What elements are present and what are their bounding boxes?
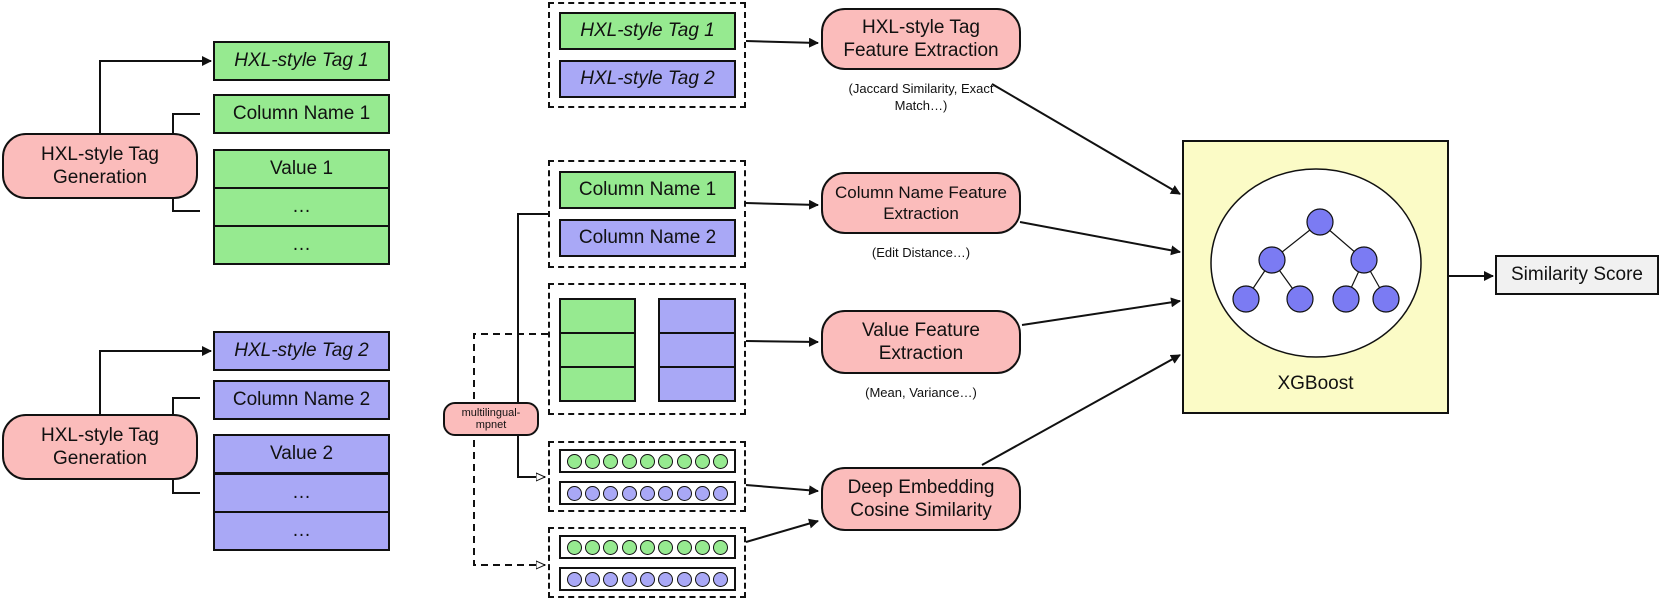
value-column-cell [658, 298, 736, 334]
arrow-tags-feature [745, 37, 819, 48]
link-gen1-tag1 [99, 56, 212, 133]
tree-ellipse [1210, 168, 1422, 358]
similarity-score-box: Similarity Score [1495, 255, 1659, 295]
hxl-tag-1-box: HXL-style Tag 1 [213, 41, 390, 81]
column-feature-extraction-node: Column Name Feature Extraction [821, 172, 1021, 234]
value-column-cell [559, 332, 636, 368]
column-name-1-box: Column Name 1 [213, 94, 390, 134]
value-column-cell [559, 366, 636, 402]
tree-node-root [1306, 208, 1334, 236]
value-feature-note: (Mean, Variance…) [865, 385, 977, 400]
tag-feature-extraction-node: HXL-style Tag Feature Extraction [821, 8, 1021, 70]
value-cell: … [213, 187, 390, 227]
tag-feature-note: (Jaccard Similarity, Exact Match…) [848, 81, 994, 113]
column-pair-group [548, 160, 746, 268]
link-gen1-column1 [172, 113, 200, 133]
value-cell: Value 2 [213, 434, 390, 474]
hxl-tag-2-box: HXL-style Tag 2 [213, 331, 390, 371]
value-cell: … [213, 225, 390, 265]
tag-generation-node-2: HXL-style Tag Generation [2, 414, 198, 480]
value-feature-extraction-node: Value Feature Extraction [821, 310, 1021, 374]
value-column-cell [658, 366, 736, 402]
value-column-cell [559, 298, 636, 334]
group-hxl-tag-2: HXL-style Tag 2 [559, 60, 736, 98]
tree-leaf-2 [1286, 285, 1314, 313]
group-column-name-2: Column Name 2 [559, 219, 736, 257]
group-hxl-tag-1: HXL-style Tag 1 [559, 12, 736, 50]
tree-leaf-4 [1372, 285, 1400, 313]
arrow-columns-feature [745, 199, 819, 210]
arrow-embed2-feature [745, 518, 819, 543]
deep-embedding-node: Deep Embedding Cosine Similarity [821, 467, 1021, 531]
value-cell: Value 1 [213, 149, 390, 189]
tree-leaf-1 [1232, 285, 1260, 313]
tree-node-right [1350, 246, 1378, 274]
column-name-2-box: Column Name 2 [213, 380, 390, 420]
embedding-vector-green [559, 449, 736, 473]
value-column-cell [658, 332, 736, 368]
link-gen2-column2 [172, 397, 200, 414]
value-cell: … [213, 511, 390, 551]
tag-pair-group [548, 2, 746, 108]
tree-node-left [1258, 246, 1286, 274]
tree-leaf-3 [1332, 285, 1360, 313]
value-cell: … [213, 473, 390, 513]
embedding-pair-group-1 [548, 441, 746, 512]
link-values-embed2 [473, 333, 548, 565]
arrow-values-feature [745, 336, 819, 347]
column-feature-note: (Edit Distance…) [871, 245, 971, 260]
arrow-embed1-feature [745, 484, 819, 496]
arrow-colfeat-xgb [1019, 221, 1181, 256]
link-columns-embed1 [517, 213, 548, 477]
embedding-vector-blue [559, 481, 736, 505]
arrow-valfeat-xgb [1021, 297, 1181, 326]
value-pair-group [548, 283, 746, 415]
embedding-vector-green [559, 535, 736, 559]
embedding-pair-group-2 [548, 527, 746, 598]
arrow-embfeat-xgb [981, 354, 1181, 466]
link-gen2-tag2 [99, 346, 212, 414]
arrow-tagfeat-xgb [991, 83, 1181, 195]
multilingual-mpnet-node: multilingual- mpnet [443, 402, 539, 436]
tag-generation-node-1: HXL-style Tag Generation [2, 133, 198, 199]
xgboost-label: XGBoost [1277, 373, 1354, 394]
group-column-name-1: Column Name 1 [559, 171, 736, 209]
embedding-vector-blue [559, 567, 736, 591]
